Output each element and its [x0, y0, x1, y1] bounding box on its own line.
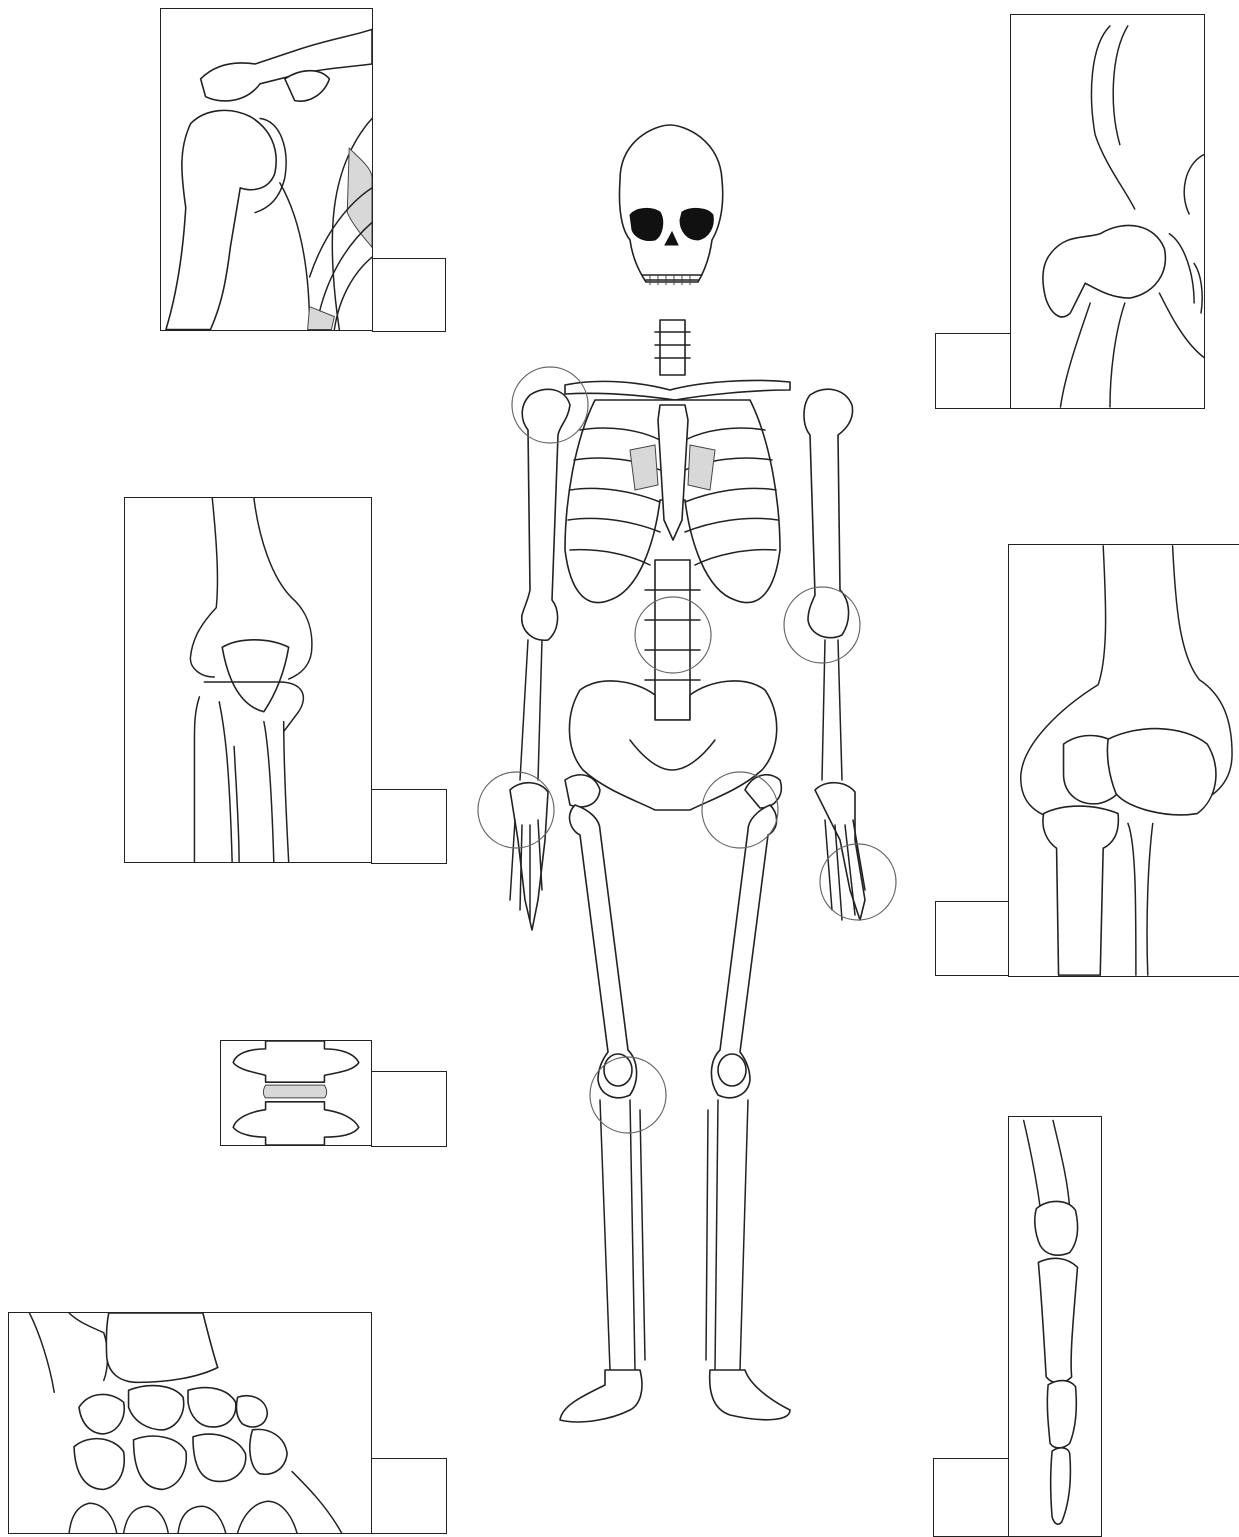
- elbow-joint-panel: [124, 497, 372, 863]
- vertebrae-joint-icon: [221, 1041, 371, 1145]
- finger-joint-panel: [1008, 1116, 1102, 1537]
- hip-joint-icon: [1011, 15, 1204, 408]
- shoulder-answer-box[interactable]: [372, 258, 446, 332]
- vertebrae-answer-box[interactable]: [371, 1071, 447, 1147]
- finger-joint-icon: [1009, 1117, 1101, 1536]
- elbow-answer-box[interactable]: [371, 789, 447, 864]
- skull: [619, 125, 722, 282]
- shoulder-joint-panel: [160, 8, 373, 331]
- shoulder-joint-icon: [161, 9, 372, 330]
- full-skeleton-icon: [470, 120, 920, 1460]
- wrist-answer-box[interactable]: [371, 1458, 447, 1534]
- wrist-joint-icon: [9, 1313, 371, 1533]
- elbow-joint-icon: [125, 498, 371, 862]
- vertebrae-joint-panel: [220, 1040, 372, 1146]
- hip-answer-box[interactable]: [935, 333, 1011, 409]
- knee-joint-icon: [1009, 545, 1239, 976]
- finger-answer-box[interactable]: [933, 1458, 1009, 1537]
- wrist-joint-panel: [8, 1312, 372, 1534]
- knee-answer-box[interactable]: [935, 901, 1009, 976]
- hip-joint-panel: [1010, 14, 1205, 409]
- skeleton-figure: [470, 120, 920, 1460]
- knee-joint-panel: [1008, 544, 1239, 977]
